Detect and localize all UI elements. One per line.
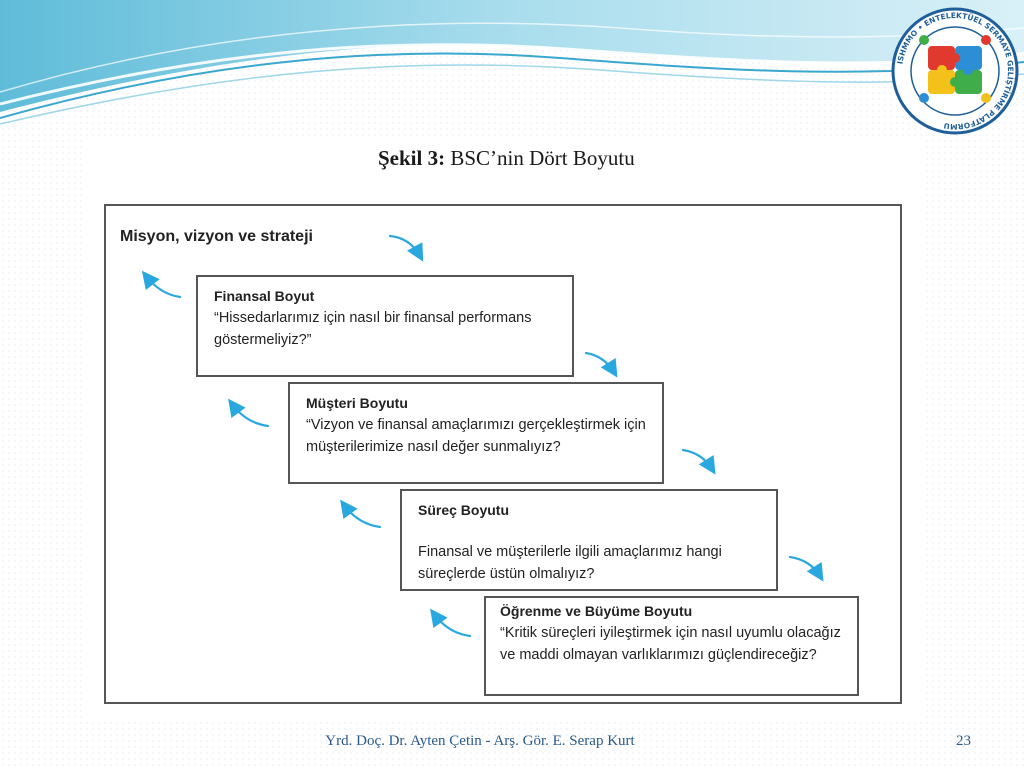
surec-boyutu-box: Süreç Boyutu Finansal ve müşterilerle il… xyxy=(400,489,778,591)
footer-authors: Yrd. Doç. Dr. Ayten Çetin - Arş. Gör. E.… xyxy=(325,733,635,749)
figure-title: Şekil 3: BSC’nin Dört Boyutu xyxy=(378,146,635,171)
surec-boyutu-title: Süreç Boyutu xyxy=(418,502,510,518)
musteri-boyutu-box: Müşteri Boyutu “Vizyon ve finansal amaçl… xyxy=(288,382,664,484)
mission-vision-strategy-label: Misyon, vizyon ve strateji xyxy=(120,228,313,245)
musteri-boyutu-question: “Vizyon ve finansal amaçlarımızı gerçekl… xyxy=(306,417,646,455)
figure-title-text: BSC’nin Dört Boyutu xyxy=(450,146,635,170)
surec-boyutu-question: Finansal ve müşterilerle ilgili amaçları… xyxy=(418,544,722,582)
ogrenme-buyume-boyutu-title: Öğrenme ve Büyüme Boyutu xyxy=(500,603,693,619)
finansal-boyut-title: Finansal Boyut xyxy=(214,288,315,304)
figure-label: Şekil 3: xyxy=(378,146,446,170)
ogrenme-buyume-boyutu-box: Öğrenme ve Büyüme Boyutu “Kritik süreçle… xyxy=(484,596,859,696)
diagram-frame xyxy=(104,204,902,704)
header-wave-decoration xyxy=(0,0,1024,125)
platform-logo: ISHMMO • ENTELEKTÜEL SERMAYE GELİŞTİRME … xyxy=(891,7,1019,135)
page-number: 23 xyxy=(956,733,971,749)
finansal-boyut-question: “Hissedarlarımız için nasıl bir finansal… xyxy=(214,310,532,348)
musteri-boyutu-title: Müşteri Boyutu xyxy=(306,395,408,411)
finansal-boyut-box: Finansal Boyut “Hissedarlarımız için nas… xyxy=(196,275,574,377)
ogrenme-buyume-boyutu-question: “Kritik süreçleri iyileştirmek için nası… xyxy=(500,625,841,663)
